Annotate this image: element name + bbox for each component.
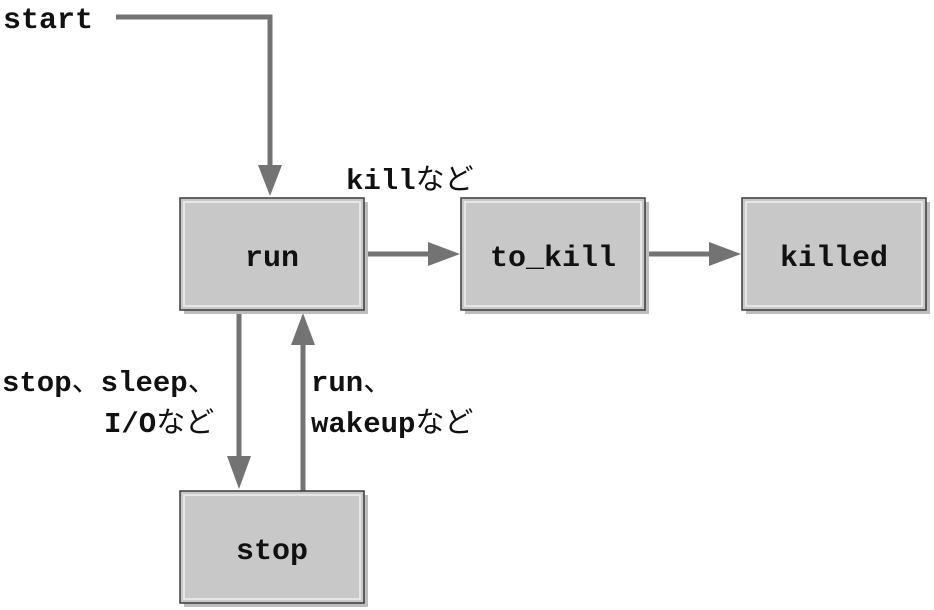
start-to-run-arrow <box>116 14 273 165</box>
arrowhead-stop-run <box>291 313 315 345</box>
state-stop: stop <box>179 490 368 607</box>
edge-label-stop-sleep-line1: stop、sleep、 <box>2 364 217 400</box>
arrowhead-start-run <box>258 165 282 196</box>
state-to-kill-label: to_kill <box>490 242 616 276</box>
state-run: run <box>179 197 368 314</box>
arrowhead-run-stop <box>227 456 251 489</box>
state-killed: killed <box>741 197 930 314</box>
state-run-label: run <box>245 242 299 276</box>
state-stop-label: stop <box>236 535 308 569</box>
state-to-kill: to_kill <box>460 197 649 314</box>
arrowhead-run-tokill <box>428 242 460 266</box>
edge-label-wakeup-line2: wakeupなど <box>311 405 473 441</box>
edges <box>116 14 709 491</box>
edge-label-run-line1: run、 <box>311 364 392 400</box>
state-killed-label: killed <box>780 242 888 276</box>
edge-label-kill: killなど <box>346 162 474 198</box>
arrowheads <box>227 165 741 489</box>
start-label: start <box>3 4 93 38</box>
edge-label-io-line2: I/Oなど <box>104 405 214 441</box>
arrowhead-tokill-killed <box>709 242 741 266</box>
